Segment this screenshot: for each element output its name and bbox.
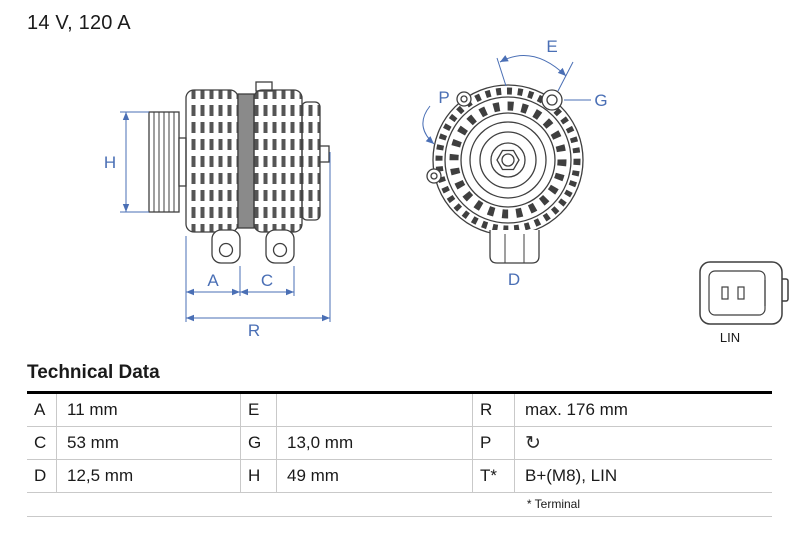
table-cell-value: 11 mm	[57, 394, 241, 426]
dim-label-g: G	[594, 91, 607, 110]
alternator-side-view	[148, 81, 330, 264]
hex-nut	[496, 149, 520, 171]
table-cell-value: 12,5 mm	[57, 460, 241, 492]
side-view-dimensions	[120, 111, 331, 322]
shaft	[178, 137, 187, 187]
technical-data-section: Technical Data A 11 mm E R max. 176 mm C…	[27, 362, 772, 517]
table-cell-value: 13,0 mm	[277, 427, 473, 459]
connector-pin	[737, 286, 745, 300]
table-footnote: * Terminal	[27, 493, 772, 517]
angle-arc-e	[499, 55, 567, 77]
dim-label-a: A	[207, 271, 219, 290]
dim-label-r: R	[248, 321, 260, 340]
table-cell-value	[277, 394, 473, 426]
connector-body	[699, 261, 783, 325]
mounting-ears	[426, 89, 563, 184]
table-cell-value: max. 176 mm	[525, 400, 628, 419]
technical-data-table: A 11 mm E R max. 176 mm C 53 mm G 13,0 m…	[27, 391, 772, 493]
connector-diagram	[699, 261, 789, 325]
pulley	[148, 111, 180, 213]
table-row: C 53 mm G 13,0 mm P ↻	[27, 427, 772, 460]
table-cell-label: P	[473, 427, 515, 459]
table-cell-label: D	[27, 460, 57, 492]
table-cell-value: ↻	[515, 427, 772, 459]
table-cell-label: T*	[473, 460, 515, 492]
side-view-dim-labels: H A C R	[104, 153, 273, 340]
table-cell-label: G	[241, 427, 277, 459]
table-cell-value: 49 mm	[277, 460, 473, 492]
front-view-dimensions	[422, 55, 591, 145]
table-cell-label: H	[241, 460, 277, 492]
table-cell-value: B+(M8), LIN	[525, 466, 618, 485]
rotation-cw-icon: ↻	[525, 432, 541, 454]
table-title: Technical Data	[27, 362, 160, 383]
table-cell-label: R	[473, 394, 515, 426]
table-cell-label: E	[241, 394, 277, 426]
table-cell-label: A	[27, 394, 57, 426]
terminal-stud	[319, 145, 330, 163]
connector-pin	[721, 286, 729, 300]
mounting-lugs	[211, 229, 295, 264]
dim-label-p: P	[438, 88, 449, 107]
table-cell-label: C	[27, 427, 57, 459]
technical-drawing: H A C R	[104, 37, 789, 345]
front-view-dim-labels: E P G D	[438, 37, 607, 289]
table-cell-value: 53 mm	[57, 427, 241, 459]
dim-label-h: H	[104, 153, 116, 172]
connector-label: LIN	[720, 330, 740, 345]
table-row: D 12,5 mm H 49 mm T* B+(M8), LIN	[27, 460, 772, 493]
alternator-front-view	[426, 84, 584, 264]
dim-label-d: D	[508, 270, 520, 289]
housing	[185, 89, 330, 233]
bottom-foot	[489, 230, 540, 264]
rating-text: 14 V, 120 A	[27, 12, 131, 34]
dim-label-c: C	[261, 271, 273, 290]
table-row: A 11 mm E R max. 176 mm	[27, 394, 772, 427]
dim-label-e: E	[546, 37, 557, 56]
